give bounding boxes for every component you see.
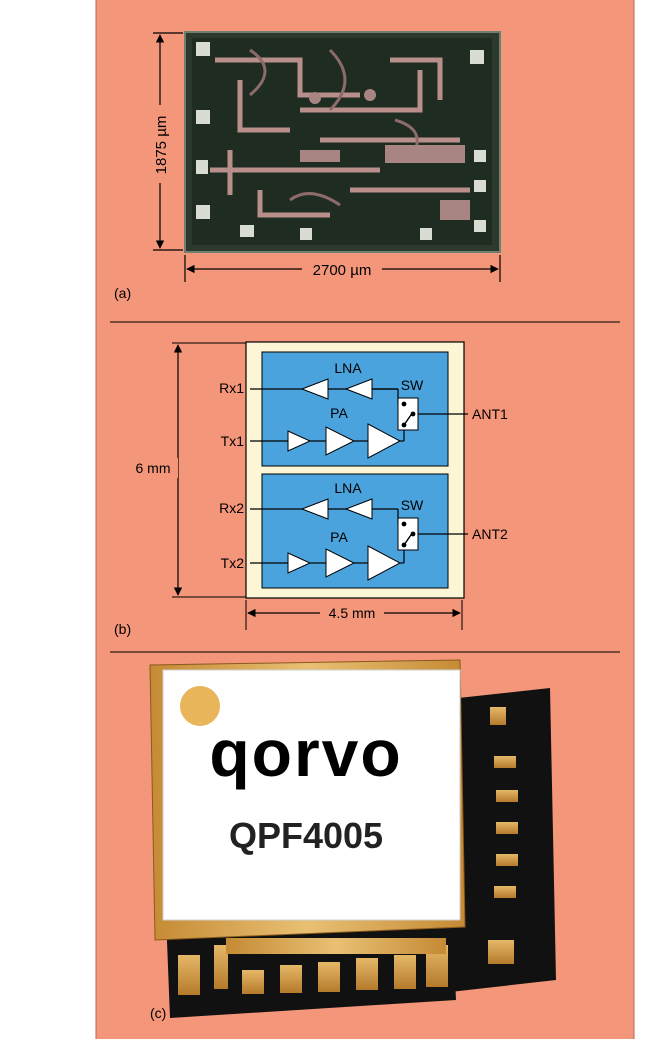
sw-label: SW [401, 377, 424, 393]
caption-a: (a) [114, 285, 131, 301]
pin1-dot [180, 686, 220, 726]
switch-icon [403, 531, 414, 546]
antenna-label: ANT1 [472, 406, 508, 422]
pa-amplifier-icon [287, 430, 312, 452]
panel-b: LNA PA SW Rx1 Tx1 ANT1 [114, 341, 508, 637]
caption-c: (c) [150, 1005, 166, 1021]
pa-amplifier-icon [367, 423, 402, 459]
tx-label: Tx1 [221, 433, 245, 449]
tx-label: Tx2 [221, 555, 245, 571]
panel-c: qorvo QPF4005 (c) [149, 659, 556, 1021]
rx-label: Rx1 [219, 380, 244, 396]
caption-b: (b) [114, 621, 131, 637]
lna-label: LNA [334, 480, 362, 496]
sw-label: SW [401, 497, 424, 513]
module-height-label: 6 mm [136, 460, 171, 476]
module-width-label: 4.5 mm [329, 605, 376, 621]
brand-logo: qorvo [209, 716, 402, 790]
lna-amplifier-icon [300, 498, 329, 520]
chip-die-photo [184, 31, 501, 253]
lna-label: LNA [334, 360, 362, 376]
chip-height-label: 1875 µm [153, 116, 170, 175]
antenna-label: ANT2 [472, 526, 508, 542]
chip-width-label: 2700 µm [313, 262, 372, 279]
channel-1: LNA PA SW Rx1 Tx1 ANT1 [219, 360, 508, 459]
pa-label: PA [330, 529, 348, 545]
switch-icon [403, 411, 414, 426]
lna-amplifier-icon [300, 378, 329, 400]
pa-amplifier-icon [367, 545, 402, 581]
pa-amplifier-icon [325, 426, 356, 456]
lna-amplifier-icon [344, 498, 373, 520]
channel-2: LNA PA SW Rx2 Tx2 ANT2 [219, 480, 508, 581]
pa-amplifier-icon [325, 548, 356, 578]
part-number: QPF4005 [229, 815, 383, 856]
panel-a: 1875 µm 2700 µm (a) [114, 31, 501, 301]
pa-label: PA [330, 405, 348, 421]
rx-label: Rx2 [219, 500, 244, 516]
pa-amplifier-icon [287, 552, 312, 574]
